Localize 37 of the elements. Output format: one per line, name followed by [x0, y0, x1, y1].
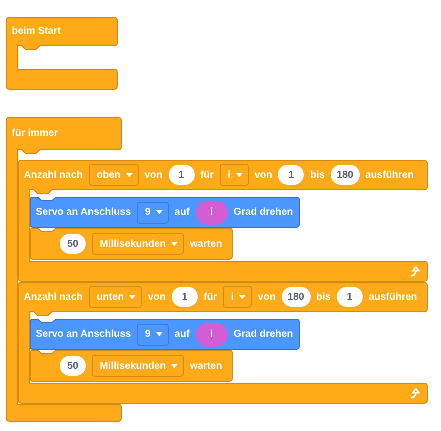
- loop-block: [18, 160, 428, 282]
- block-label: bis: [316, 292, 331, 302]
- block-label: für: [204, 292, 218, 302]
- block-label: beim Start: [12, 26, 61, 37]
- dropdown: unten: [88, 286, 142, 308]
- dropdown: Millisekunden: [92, 355, 184, 377]
- block-label: auf: [174, 207, 190, 218]
- block-label: von: [148, 292, 166, 302]
- block-label: Anzahl nach: [24, 292, 83, 302]
- block-label: warten: [190, 360, 222, 372]
- dropdown: 9: [137, 202, 169, 224]
- block-label: warten: [190, 238, 222, 250]
- command-block: [30, 350, 233, 382]
- block-label: Servo an Anschluss: [36, 207, 132, 218]
- block-label: Anzahl nach: [24, 170, 83, 180]
- command-block: [30, 319, 300, 350]
- block-label: Grad drehen: [234, 207, 294, 218]
- block-label: von: [144, 170, 163, 180]
- block-label: auf: [174, 329, 190, 340]
- dropdown: i: [223, 286, 252, 308]
- loop-block: [18, 282, 428, 404]
- dropdown: Millisekunden: [92, 233, 184, 255]
- dropdown: 9: [137, 324, 169, 346]
- block-label: bis: [310, 170, 325, 180]
- block-label: Servo an Anschluss: [36, 329, 132, 340]
- block-label: ausführen: [366, 170, 414, 180]
- block-label: von: [258, 292, 276, 302]
- block-label: für: [200, 170, 214, 180]
- block-label: ausführen: [368, 292, 418, 302]
- dropdown: i: [220, 164, 249, 186]
- command-block: [30, 228, 233, 260]
- command-block: [30, 197, 300, 228]
- block-label: für immer: [12, 128, 58, 139]
- dropdown: oben: [88, 164, 139, 186]
- block-label: Grad drehen: [234, 329, 294, 340]
- event-block: [6, 17, 118, 90]
- block-label: von: [254, 170, 272, 180]
